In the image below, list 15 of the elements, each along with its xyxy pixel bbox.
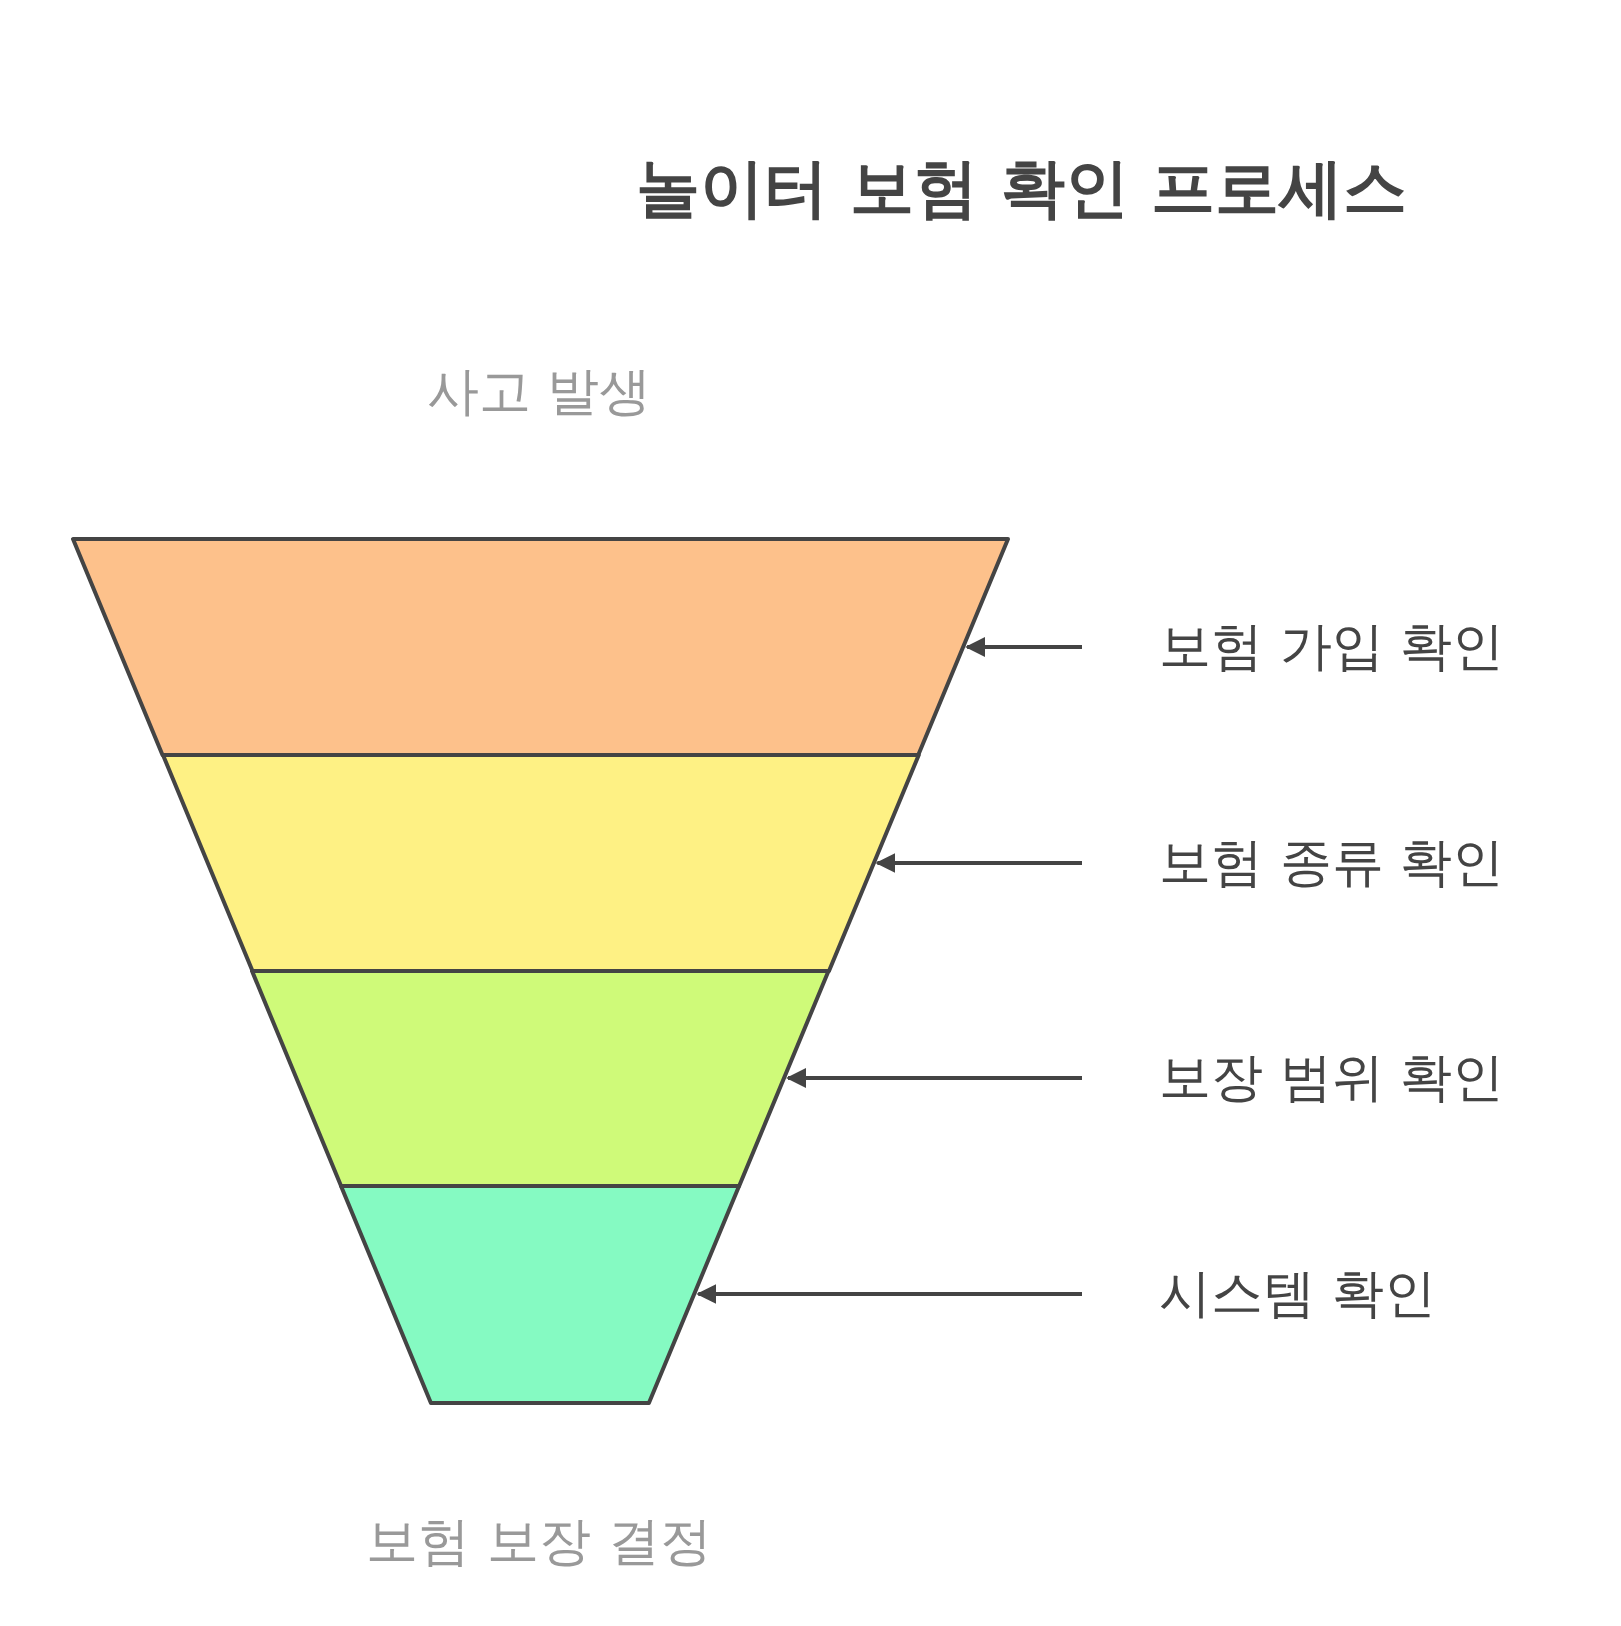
funnel-end-label: 보험 보장 결정: [366, 1510, 712, 1573]
arrow: [696, 1284, 1082, 1304]
step-label: 보험 가입 확인: [1159, 615, 1505, 678]
funnel-band: [159, 752, 922, 974]
funnel-band: [338, 1183, 743, 1406]
arrow: [965, 637, 1082, 657]
funnel-band: [249, 968, 832, 1189]
arrow: [875, 853, 1082, 873]
step-label: 보험 종류 확인: [1159, 831, 1505, 894]
step-label: 시스템 확인: [1159, 1262, 1436, 1325]
arrow: [786, 1068, 1082, 1088]
step-label: 보장 범위 확인: [1159, 1046, 1505, 1109]
title: 놀이터 보험 확인 프로세스: [636, 150, 1407, 227]
funnel-band: [70, 536, 1011, 758]
funnel-end-label: 사고 발생: [426, 360, 652, 423]
